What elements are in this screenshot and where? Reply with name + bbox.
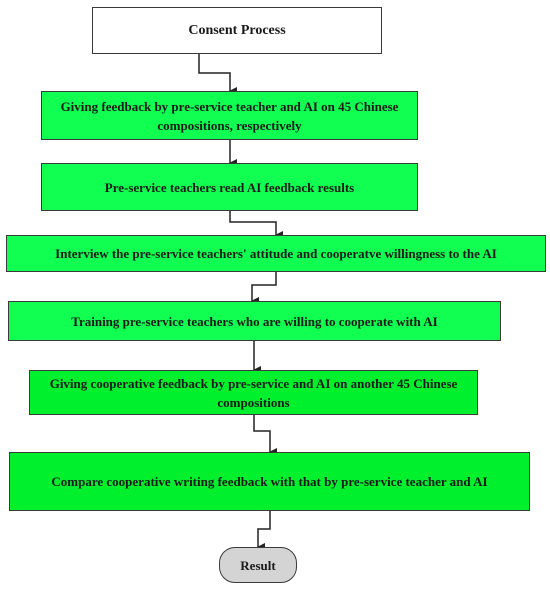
step-4-box: Training pre-service teachers who are wi… [8, 301, 501, 341]
end-box-result: Result [219, 547, 297, 583]
arrow-step-2-to-step-3 [229, 211, 283, 239]
step-5-box: Giving cooperative feedback by pre-servi… [29, 370, 478, 415]
arrow-step-5-to-step-6 [253, 415, 277, 456]
step-2-box: Pre-service teachers read AI feedback re… [41, 163, 418, 211]
arrow-step-3-to-step-4 [251, 272, 277, 305]
step-1-box: Giving feedback by pre-service teacher a… [41, 91, 418, 140]
step-3-box: Interview the pre-service teachers' atti… [6, 235, 546, 272]
step-6-box: Compare cooperative writing feedback wit… [9, 452, 530, 511]
arrow-step-6-to-result [257, 511, 271, 551]
start-box-consent-process: Consent Process [92, 7, 382, 54]
arrow-start-to-step-1 [198, 54, 237, 95]
